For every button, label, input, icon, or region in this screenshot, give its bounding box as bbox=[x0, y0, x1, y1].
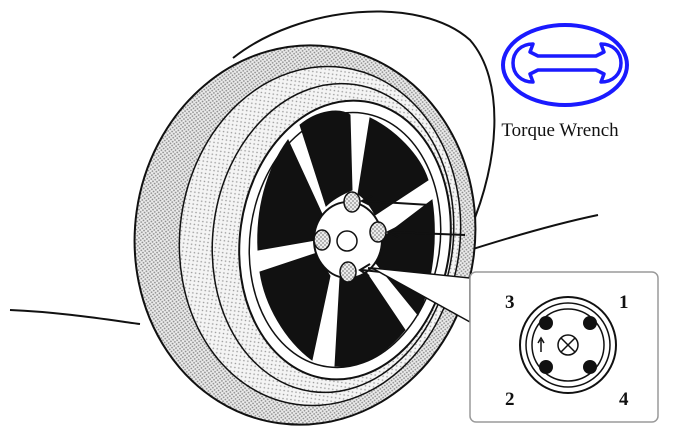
hub-center bbox=[336, 230, 358, 252]
tire-bead-ring bbox=[211, 82, 455, 394]
torque-wrench-badge bbox=[501, 23, 629, 107]
spoke-openings bbox=[257, 110, 435, 367]
lug-dot-2 bbox=[539, 360, 553, 374]
sequence-label-4: 4 bbox=[619, 389, 629, 410]
lug-nut-top bbox=[343, 191, 361, 213]
lug-nuts bbox=[313, 191, 387, 283]
sequence-label-1: 1 bbox=[619, 292, 629, 313]
sequence-label-3: 3 bbox=[505, 292, 515, 313]
torque-wrench-label: Torque Wrench bbox=[501, 120, 619, 141]
lug-nut-right bbox=[369, 221, 387, 243]
sequence-wheel bbox=[519, 296, 617, 394]
lug-dot-4 bbox=[583, 360, 597, 374]
fender-arch bbox=[232, 10, 496, 231]
lug-nut-left bbox=[313, 229, 331, 251]
body-line-left bbox=[9, 309, 141, 325]
lug-dot-1 bbox=[583, 316, 597, 330]
lug-dot-3 bbox=[539, 316, 553, 330]
sequence-label-2: 2 bbox=[505, 389, 515, 410]
badge-oval bbox=[501, 23, 629, 107]
lug-nut-bottom bbox=[339, 261, 357, 283]
wrench-icon bbox=[511, 42, 623, 84]
